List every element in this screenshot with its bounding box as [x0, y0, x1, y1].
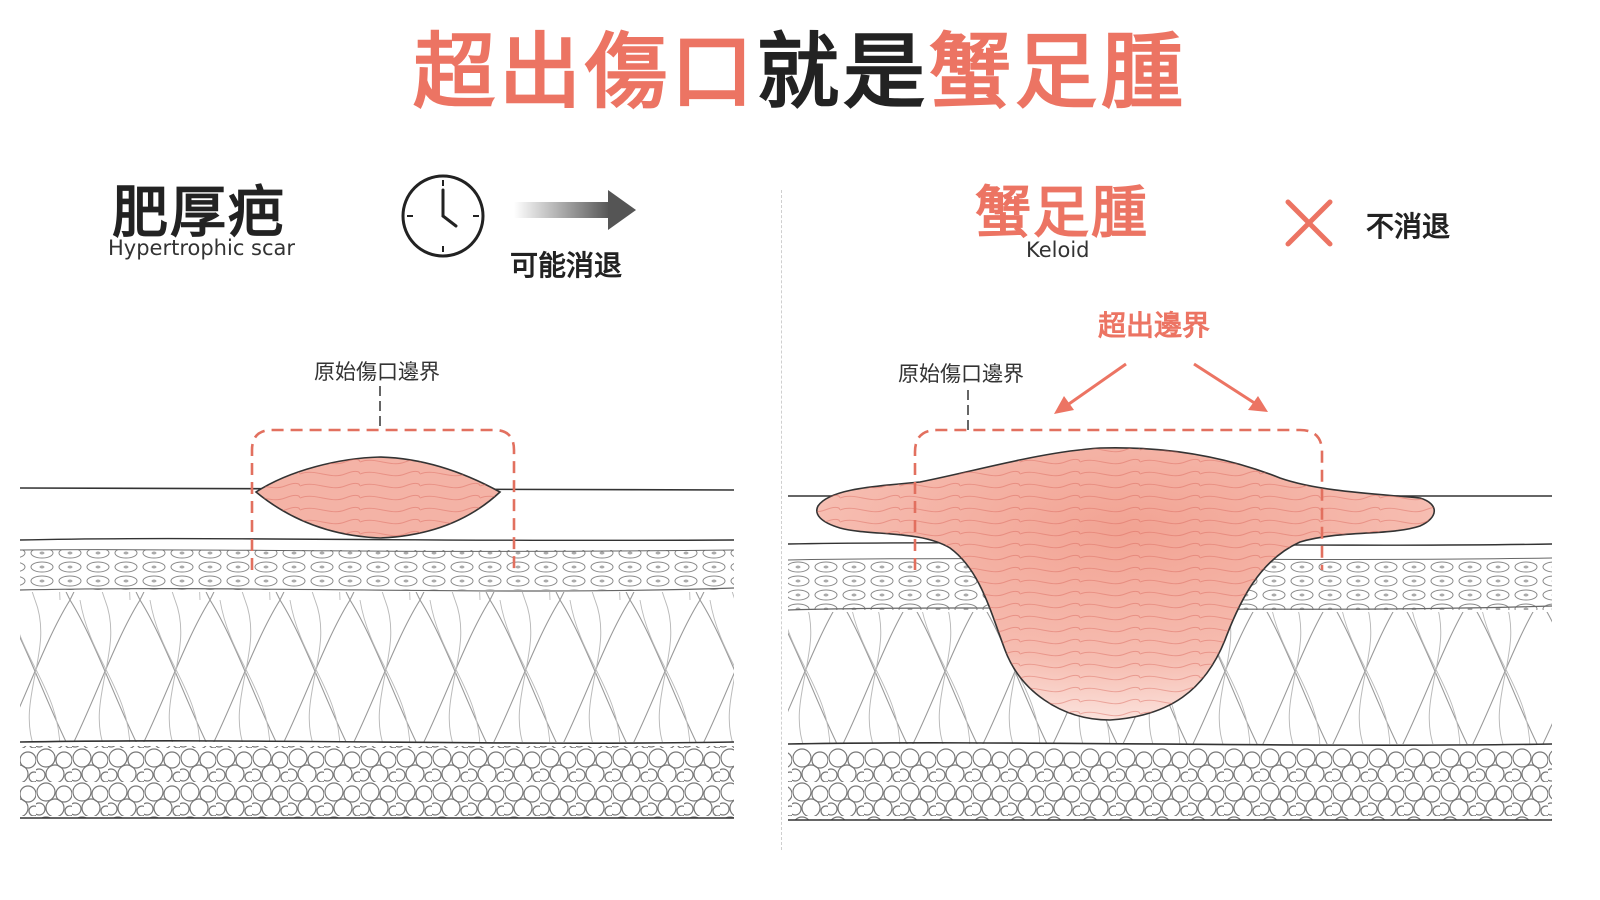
- left-boundary-label: 原始傷口邊界: [314, 360, 440, 384]
- cross-icon: [1285, 199, 1333, 247]
- left-skin-section: [19, 487, 735, 819]
- left-subheading: Hypertrophic scar: [108, 236, 296, 260]
- panel-divider: [781, 190, 782, 850]
- title-part-1: 超出傷口: [412, 25, 757, 120]
- right-heading: 蟹足腫: [975, 181, 1149, 246]
- title-part-3: 蟹足腫: [929, 25, 1188, 120]
- right-wound-boundary: [913, 390, 1324, 570]
- page-title: 超出傷口就是蟹足腫: [0, 25, 1600, 120]
- right-exceed-label: 超出邊界: [1098, 309, 1211, 342]
- keloid-mass: [816, 446, 1436, 721]
- right-subheading: Keloid: [1026, 238, 1090, 262]
- clock-icon: [401, 174, 485, 258]
- hypertrophic-scar: [254, 456, 502, 539]
- title-part-2: 就是: [756, 25, 929, 120]
- left-wound-boundary: [250, 386, 516, 570]
- right-boundary-label: 原始傷口邊界: [898, 362, 1024, 386]
- gradient-arrow-icon: [514, 190, 636, 230]
- exceed-arrows: [1054, 362, 1268, 414]
- left-heading: 肥厚疤: [112, 181, 286, 246]
- right-note: 不消退: [1366, 210, 1451, 243]
- left-note: 可能消退: [510, 249, 623, 282]
